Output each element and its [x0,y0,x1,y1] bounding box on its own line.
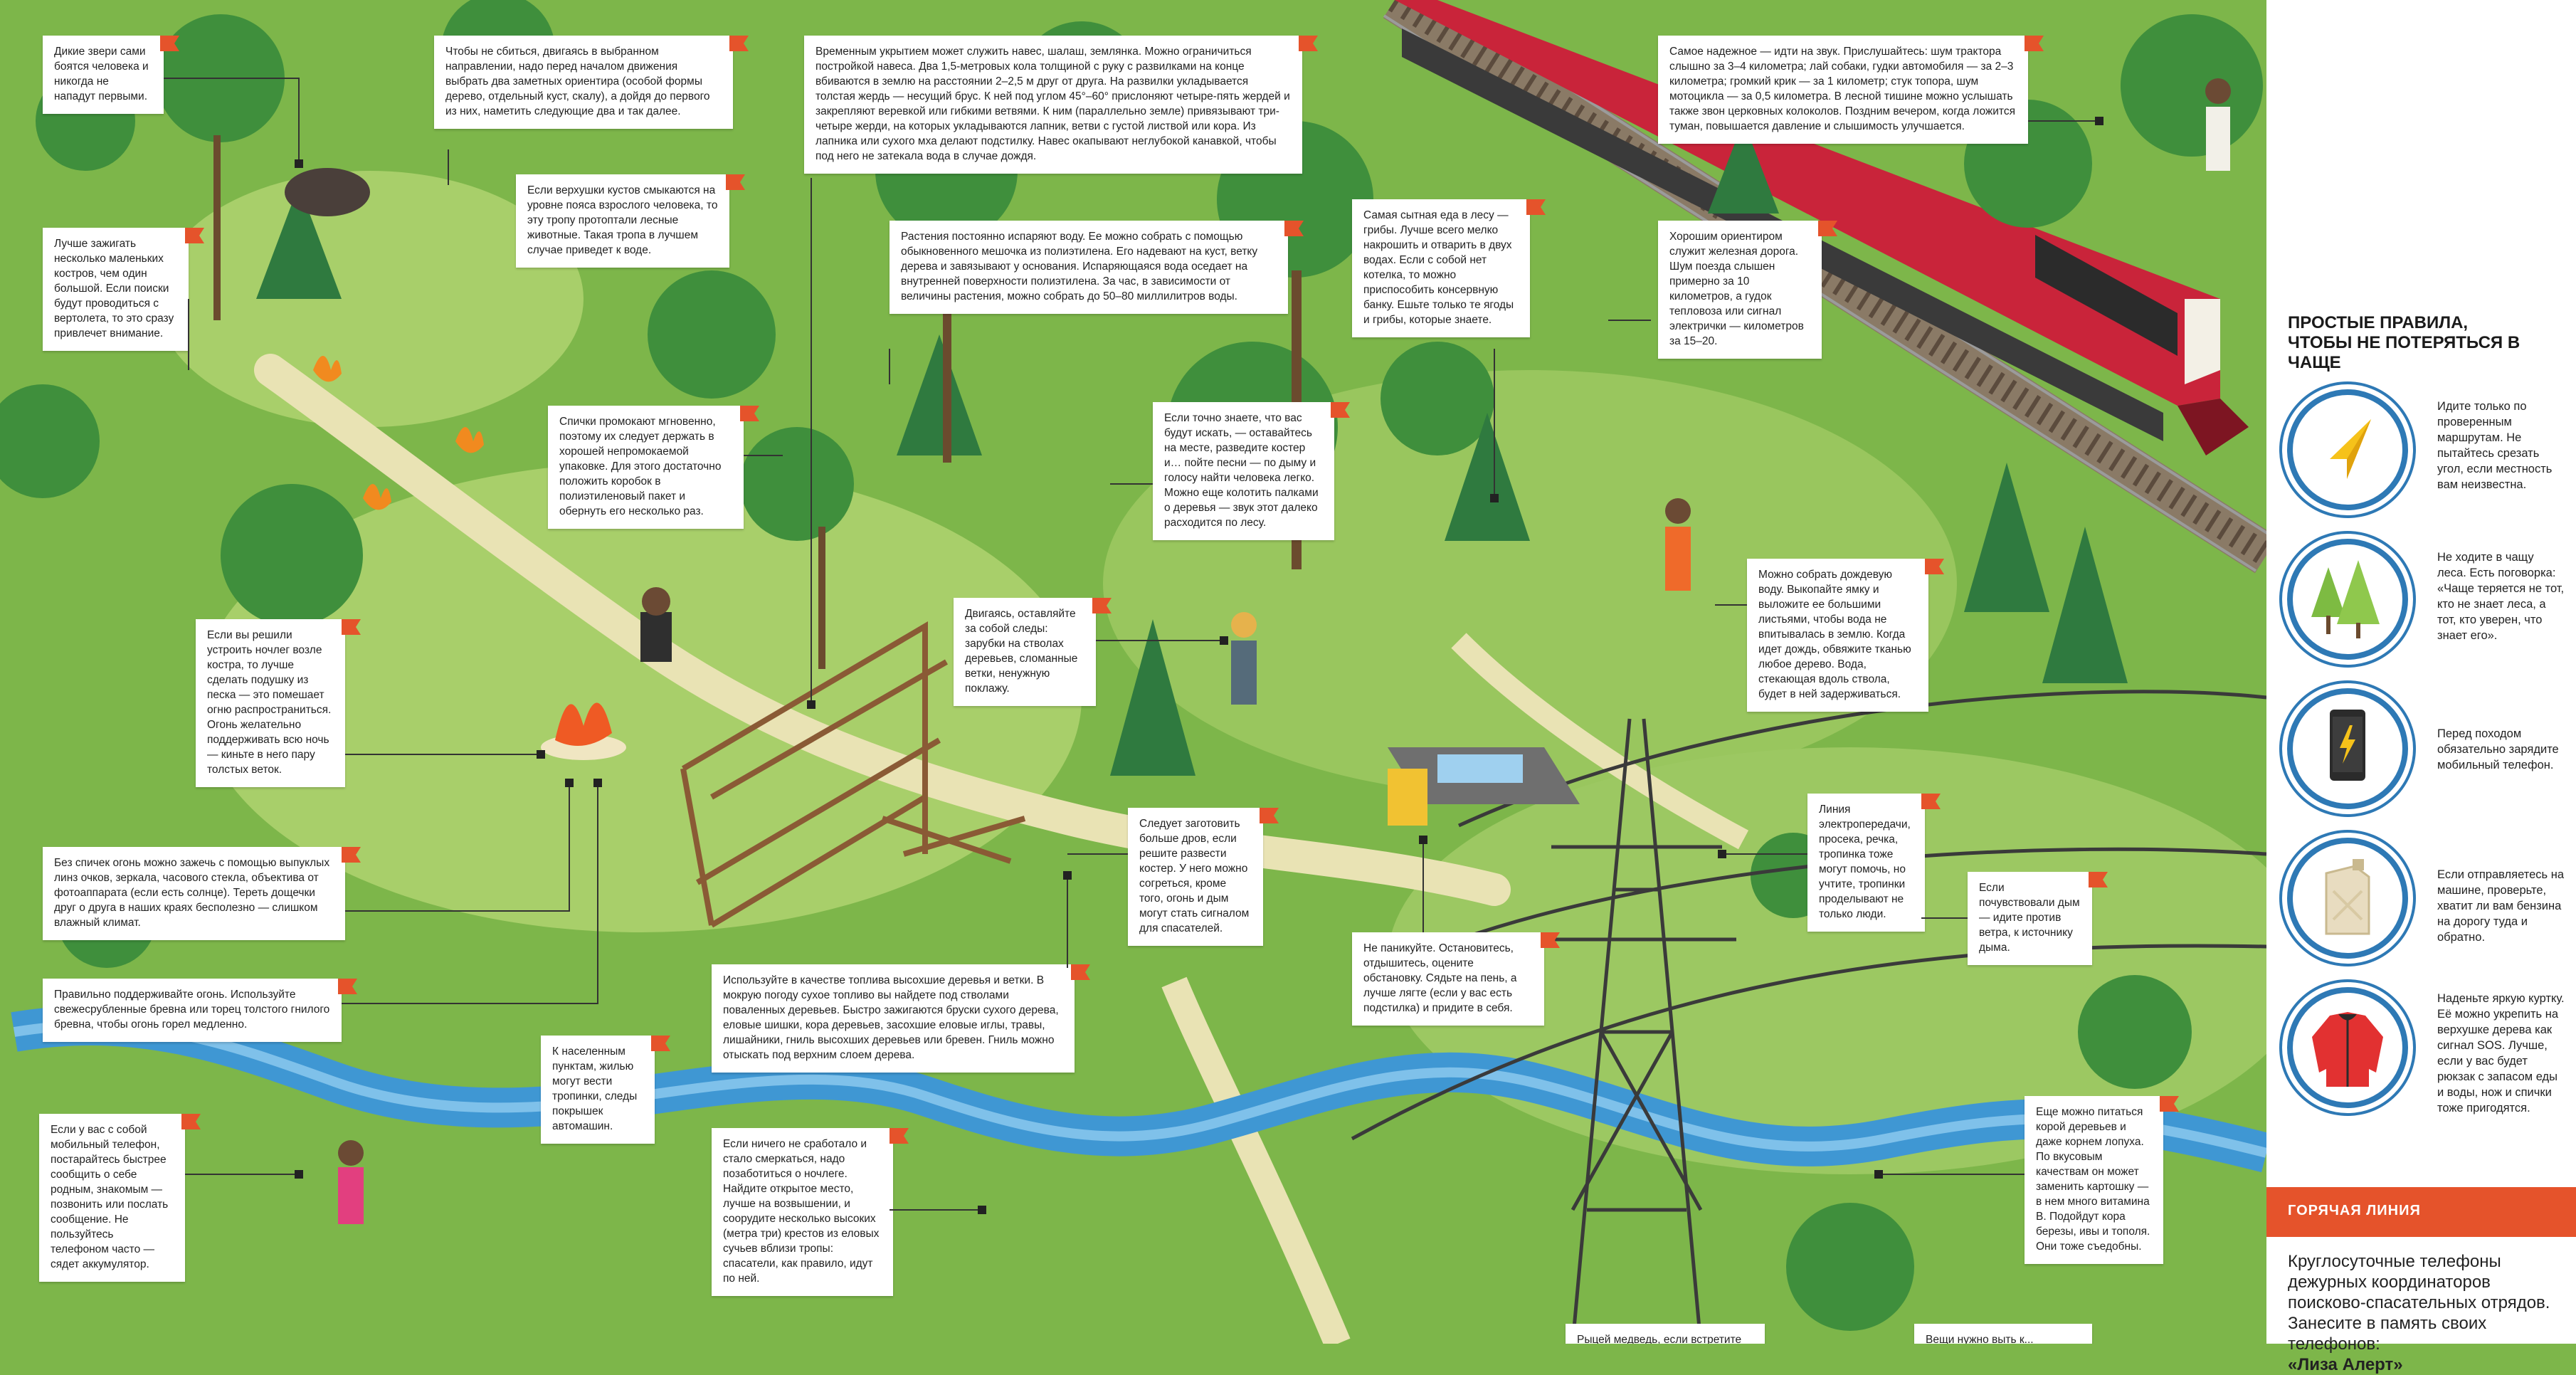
mobile-phone-icon [2282,683,2413,814]
note-proper-fire: Правильно поддерживайте огонь. Используй… [43,979,342,1042]
note-phone: Если у вас с собой мобильный телефон, по… [39,1114,185,1282]
hotline-title: ГОРЯЧАЯ ЛИНИЯ [2288,1203,2421,1218]
rule-text-1: Идите только по проверенным маршрутам. Н… [2437,400,2553,491]
small-fires [313,356,626,760]
note-fuel: Используйте в качестве топлива высохшие … [712,964,1075,1073]
note-bark: Еще можно питаться корой деревьев и даже… [2025,1096,2163,1264]
hotline-text: Круглосуточные телефоны дежурных координ… [2288,1251,2565,1375]
note-smoke: Если почувствовали дым — идите против ве… [1968,872,2092,965]
compass-arrow-icon [2282,384,2413,515]
hotline-description: Круглосуточные телефоны дежурных координ… [2288,1252,2550,1354]
fuel-canister-icon [2282,833,2413,964]
rule-text-2: Не ходите в чащу леса. Есть поговорка: «… [2437,551,2565,642]
note-fires: Лучше зажигать несколько маленьких костр… [43,228,189,351]
power-tower [1351,690,2266,1344]
note-no-matches: Без спичек огонь можно зажечь с помощью … [43,847,345,940]
note-matches: Спички промокают мгновенно, поэтому их с… [548,406,744,529]
note-cut-bottom-2: Вещи нужно выть к... [1914,1324,2092,1344]
note-firewood: Следует заготовить больше дров, если реш… [1128,808,1263,946]
note-wild-animals: Дикие звери сами боятся человека и никог… [43,36,164,114]
note-sound: Самое надежное — идти на звук. Прислушай… [1658,36,2028,144]
people [285,78,2231,1224]
note-overnight: Если ничего не сработало и стало смеркат… [712,1128,893,1296]
red-jacket-icon [2282,982,2413,1113]
trees-icon [2282,534,2413,665]
rule-text-5: Наденьте яркую куртку. Её можно укрепить… [2437,992,2565,1115]
note-plants-water: Растения постоянно испаряют воду. Ее мож… [890,221,1288,314]
note-bushes: Если верхушки кустов смыкаются на уровне… [516,174,729,268]
rule-text-4: Если отправляетесь на машине, проверьте,… [2437,868,2565,944]
forest-illustration: Дикие звери сами боятся человека и никог… [0,0,2266,1344]
note-settlements: К населенным пунктам, жилью могут вести … [541,1036,655,1144]
shelter-frame [680,621,1026,928]
hotline-org: «Лиза Алерт» [2288,1355,2403,1374]
note-mushrooms: Самая сытная еда в лесу — грибы. Лучше в… [1352,199,1530,337]
note-cut-bottom-1: Рыцей медведь, если встретите [1566,1324,1765,1344]
rule-text-3: Перед походом обязательно зарядите мобил… [2437,727,2559,771]
rules-panel: ПРОСТЫЕ ПРАВИЛА, ЧТОБЫ НЕ ПОТЕРЯТЬСЯ В Ч… [2266,0,2576,1344]
note-no-panic: Не паникуйте. Остановитесь, отдышитесь, … [1352,932,1544,1026]
note-shelter: Временным укрытием может служить навес, … [804,36,1302,174]
note-stay: Если точно знаете, что вас будут искать,… [1153,402,1334,540]
note-direction: Чтобы не сбиться, двигаясь в выбранном н… [434,36,733,129]
panel-title: ПРОСТЫЕ ПРАВИЛА, ЧТОБЫ НЕ ПОТЕРЯТЬСЯ В Ч… [2288,313,2520,372]
note-night-fire: Если вы решили устроить ночлег возле кос… [196,619,345,787]
note-traces: Двигаясь, оставляйте за собой следы: зар… [954,598,1096,706]
note-rain-water: Можно собрать дождевую воду. Выкопайте я… [1747,559,1928,712]
note-railway: Хорошим ориентиром служит железная дорог… [1658,221,1822,359]
note-power-line: Линия электропередачи, просека, речка, т… [1807,794,1925,932]
hotline-header: ГОРЯЧАЯ ЛИНИЯ [2266,1187,2576,1237]
